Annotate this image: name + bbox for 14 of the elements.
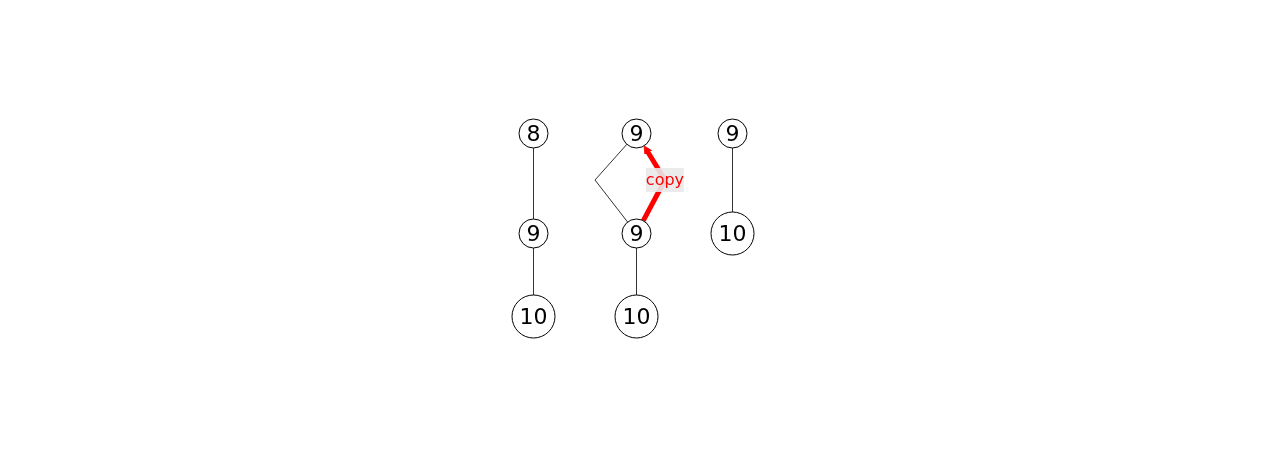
node-circle: 8	[518, 118, 549, 148]
connector	[533, 247, 534, 295]
connector	[533, 147, 534, 219]
connector	[732, 147, 733, 212]
edge-label: copy	[645, 169, 685, 189]
connector	[636, 247, 637, 295]
node-circle: 9	[621, 118, 652, 148]
node-circle: 9	[717, 118, 748, 148]
node-circle: 9	[518, 218, 549, 248]
connector	[594, 143, 629, 223]
node-circle: 10	[511, 294, 556, 338]
node-circle: 10	[710, 211, 755, 255]
node-circle: 9	[621, 218, 652, 248]
node-circle: 10	[614, 294, 659, 338]
